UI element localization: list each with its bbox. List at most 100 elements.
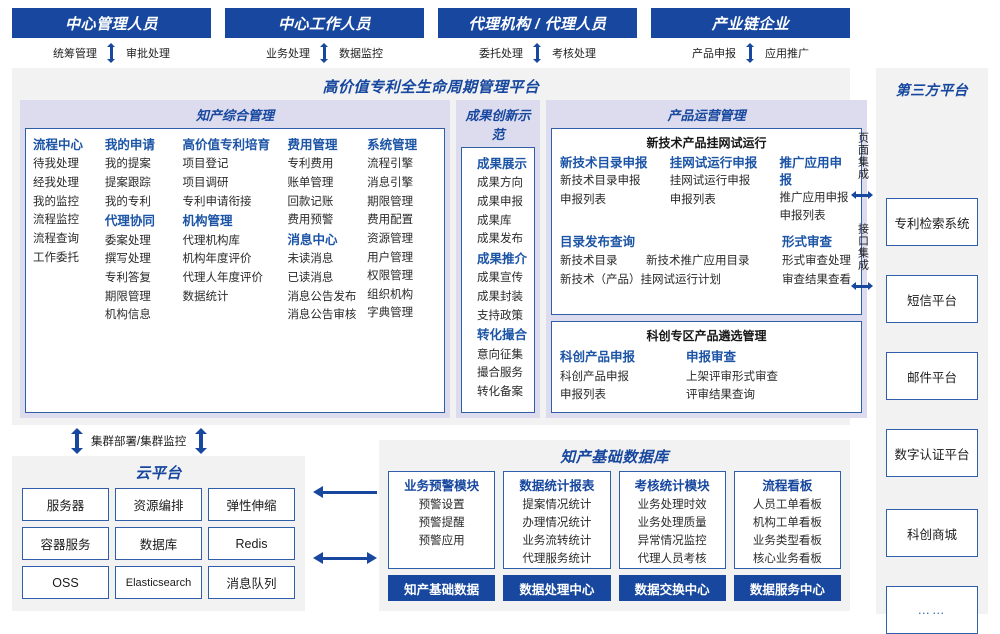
group-head[interactable]: 流程中心	[33, 138, 84, 152]
menu-item[interactable]: 项目调研	[182, 177, 229, 189]
group-head[interactable]: 目录发布查询	[560, 235, 636, 249]
db-foot-service-center[interactable]: 数据服务中心	[733, 575, 841, 601]
menu-item[interactable]: 我的提案	[104, 158, 151, 171]
role-box-1[interactable]: 中心工作人员	[225, 8, 424, 38]
cloud-service-orchestration[interactable]: 资源编排	[115, 488, 202, 521]
db-card-head[interactable]: 流程看板	[762, 479, 813, 493]
menu-item[interactable]: 上架评审形式审查	[686, 370, 779, 383]
menu-item[interactable]: 机构信息	[104, 309, 151, 322]
menu-item[interactable]: 数据统计	[182, 290, 229, 303]
group-head[interactable]: 成果展示	[477, 157, 528, 171]
db-card-item[interactable]: 业务处理质量	[637, 517, 707, 530]
db-card-item[interactable]: 人员工单看板	[752, 499, 822, 511]
db-card-item[interactable]: 预警提醒	[418, 517, 465, 530]
menu-item[interactable]: 成果方向	[477, 177, 523, 190]
menu-item[interactable]: 成果宣传	[477, 272, 523, 285]
menu-item[interactable]: 科创产品申报	[560, 370, 630, 383]
third-party-item-sms[interactable]: 短信平台	[886, 275, 978, 323]
db-card-item[interactable]: 提案情况统计	[522, 499, 592, 511]
menu-item[interactable]: 消息公告发布	[287, 290, 357, 303]
group-head[interactable]: 成果推介	[477, 251, 528, 266]
menu-item[interactable]: 提案跟踪	[104, 177, 151, 189]
menu-item[interactable]: 流程引擎	[367, 158, 414, 171]
group-head[interactable]: 系统管理	[367, 138, 418, 152]
db-card-item[interactable]: 核心业务看板	[752, 553, 822, 566]
cloud-service-message-queue[interactable]: 消息队列	[208, 566, 295, 599]
menu-item[interactable]: 新技术目录	[560, 255, 618, 268]
db-card-item[interactable]: 业务流转统计	[522, 535, 592, 548]
menu-item[interactable]: 待我处理	[33, 158, 79, 171]
role-box-0[interactable]: 中心管理人员	[12, 8, 211, 38]
group-head[interactable]: 申报审查	[686, 350, 737, 365]
menu-item[interactable]: 新技术（产品）挂网试运行计划	[560, 274, 722, 286]
menu-item[interactable]: 组织机构	[367, 288, 414, 301]
third-party-item-email[interactable]: 邮件平台	[886, 352, 978, 400]
menu-item[interactable]: 撰写处理	[104, 253, 151, 266]
menu-item[interactable]: 评审结果查询	[686, 389, 756, 402]
group-head[interactable]: 代理协同	[104, 214, 155, 229]
menu-item[interactable]: 流程监控	[33, 214, 79, 227]
group-head[interactable]: 费用管理	[287, 138, 338, 152]
cloud-service-server[interactable]: 服务器	[22, 488, 109, 521]
menu-item[interactable]: 账单管理	[287, 177, 334, 189]
db-card-head[interactable]: 业务预警模块	[404, 479, 480, 493]
menu-item[interactable]: 权限管理	[367, 270, 414, 283]
group-head[interactable]: 形式审查	[782, 235, 833, 249]
menu-item[interactable]: 支持政策	[477, 309, 523, 322]
db-card-item[interactable]: 业务类型看板	[752, 535, 822, 548]
menu-item[interactable]: 经我处理	[33, 177, 79, 189]
cloud-service-elasticsearch[interactable]: Elasticsearch	[115, 566, 202, 599]
db-card-item[interactable]: 代理服务统计	[522, 553, 592, 566]
menu-item[interactable]: 成果封装	[477, 290, 523, 303]
cloud-service-redis[interactable]: Redis	[208, 527, 295, 560]
menu-item[interactable]: 流程查询	[33, 232, 79, 245]
menu-item[interactable]: 回款记账	[287, 195, 334, 208]
group-head[interactable]: 转化撮合	[477, 328, 528, 343]
db-card-item[interactable]: 代理人员考核	[637, 553, 707, 566]
db-card-head[interactable]: 数据统计报表	[519, 479, 595, 493]
db-card-item[interactable]: 办理情况统计	[522, 517, 592, 530]
menu-item[interactable]: 申报列表	[560, 193, 607, 206]
menu-item[interactable]: 新技术推广应用目录	[646, 255, 750, 268]
menu-item[interactable]: 期限管理	[104, 290, 151, 303]
menu-item[interactable]: 意向征集	[477, 348, 523, 361]
menu-item[interactable]: 费用配置	[367, 214, 414, 227]
menu-item[interactable]: 消息引擎	[367, 177, 414, 189]
group-head[interactable]: 机构管理	[182, 214, 233, 229]
menu-item[interactable]: 费用预警	[287, 214, 334, 227]
menu-item[interactable]: 形式审查处理	[782, 255, 852, 268]
menu-item[interactable]: 未读消息	[287, 253, 334, 266]
group-head[interactable]: 科创产品申报	[560, 350, 636, 365]
group-head[interactable]: 高价值专利培育	[182, 138, 271, 152]
menu-item[interactable]: 推广应用申报	[779, 191, 849, 204]
menu-item[interactable]: 工作委托	[33, 251, 79, 264]
cloud-service-database[interactable]: 数据库	[115, 527, 202, 560]
menu-item[interactable]: 期限管理	[367, 195, 414, 208]
role-box-3[interactable]: 产业链企业	[651, 8, 850, 38]
menu-item[interactable]: 用户管理	[367, 251, 414, 264]
menu-item[interactable]: 审查结果查看	[782, 274, 852, 286]
menu-item[interactable]: 转化备案	[477, 385, 523, 398]
cloud-service-container[interactable]: 容器服务	[22, 527, 109, 560]
group-head[interactable]: 消息中心	[287, 232, 338, 247]
third-party-item-digital-cert[interactable]: 数字认证平台	[886, 429, 978, 477]
menu-item[interactable]: 项目登记	[182, 158, 229, 171]
group-head[interactable]: 挂网试运行申报	[669, 156, 758, 170]
menu-item[interactable]: 代理机构库	[182, 234, 241, 247]
menu-item[interactable]: 字典管理	[367, 307, 414, 320]
menu-item[interactable]: 撮合服务	[477, 367, 523, 380]
menu-item[interactable]: 委案处理	[104, 234, 151, 247]
db-card-item[interactable]: 预警应用	[418, 535, 465, 548]
menu-item[interactable]: 申报列表	[560, 389, 607, 402]
menu-item[interactable]: 资源管理	[367, 232, 414, 245]
menu-item[interactable]: 我的专利	[104, 195, 151, 208]
group-head[interactable]: 推广应用申报	[779, 156, 843, 187]
db-foot-processing-center[interactable]: 数据处理中心	[503, 575, 611, 601]
third-party-item-innovation-mall[interactable]: 科创商城	[886, 509, 978, 557]
menu-item[interactable]: 挂网试运行申报	[669, 174, 751, 187]
menu-item[interactable]: 成果发布	[477, 233, 523, 246]
menu-item[interactable]: 申报列表	[669, 193, 716, 206]
menu-item[interactable]: 专利申请衔接	[182, 195, 252, 208]
cloud-service-autoscaling[interactable]: 弹性伸缩	[208, 488, 295, 521]
menu-item[interactable]: 专利答复	[104, 271, 151, 284]
